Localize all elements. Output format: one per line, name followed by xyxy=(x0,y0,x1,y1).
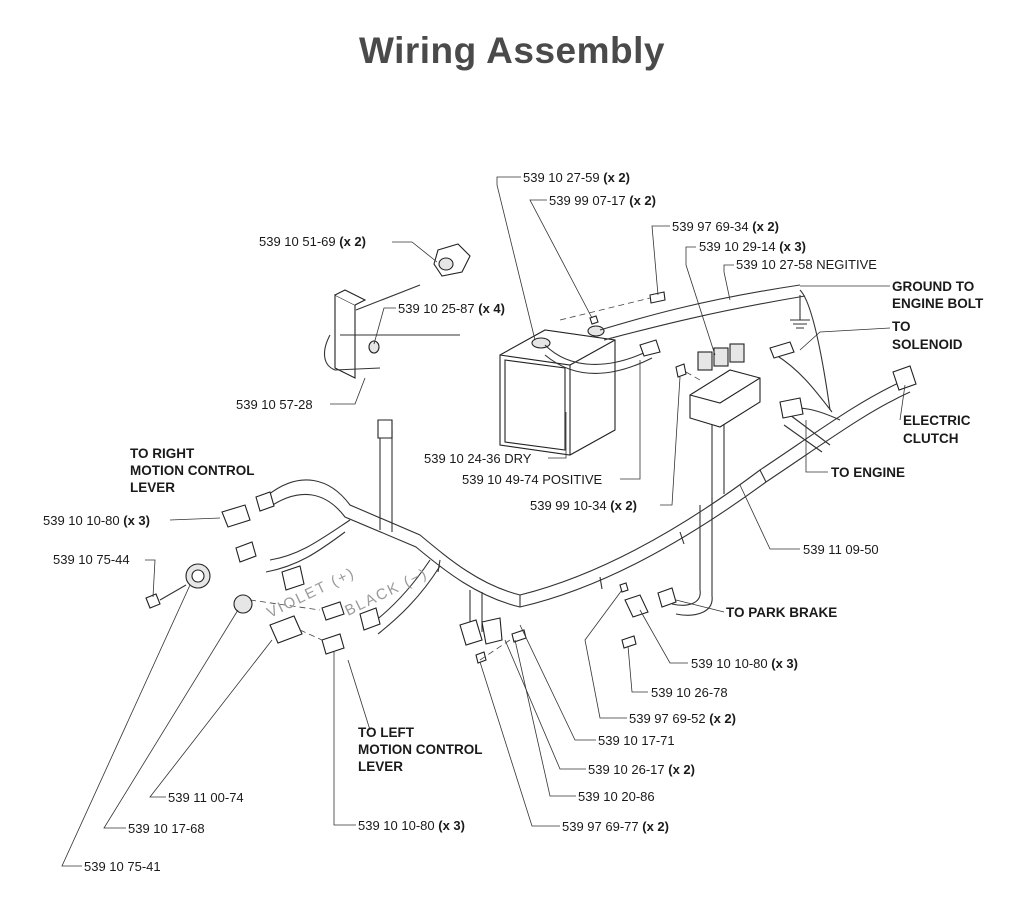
left-motion-control-label: TO LEFT MOTION CONTROL LEVER xyxy=(358,725,486,774)
part-label: 539 99 07-17 (x 2) xyxy=(549,193,656,208)
part-label: 539 10 17-68 xyxy=(128,821,205,836)
ground-destination-label: GROUND TO ENGINE BOLT xyxy=(892,279,984,311)
part-label: 539 11 09-50 xyxy=(803,542,879,557)
part-label: 539 11 00-74 xyxy=(168,790,244,805)
part-label: 539 10 26-78 xyxy=(651,685,728,700)
clutch-destination-label: ELECTRIC CLUTCH xyxy=(903,413,974,446)
part-label: 539 10 17-71 xyxy=(598,733,675,748)
relay-block xyxy=(675,343,761,428)
right-motion-control-label: TO RIGHT MOTION CONTROL LEVER xyxy=(130,446,258,495)
part-label: 539 10 75-44 xyxy=(53,552,130,567)
destination-labels: GROUND TO ENGINE BOLT TO SOLENOID ELECTR… xyxy=(130,279,984,774)
part-label: 539 10 29-14 (x 3) xyxy=(699,239,806,254)
part-label: 539 10 75-41 xyxy=(84,859,161,874)
battery-cables xyxy=(544,284,806,374)
mounting-bracket xyxy=(324,243,471,379)
part-label: 539 10 25-87 (x 4) xyxy=(398,301,505,316)
part-labels: 539 10 27-59 (x 2) 539 99 07-17 (x 2) 53… xyxy=(43,170,879,874)
part-label: 539 10 20-86 xyxy=(578,789,655,804)
part-label: 539 10 27-58 NEGITIVE xyxy=(736,257,877,272)
left-components xyxy=(145,419,393,655)
part-label: 539 10 10-80 (x 3) xyxy=(43,513,150,528)
park-brake-destination-label: TO PARK BRAKE xyxy=(726,605,837,620)
lower-components xyxy=(459,582,677,664)
part-label: 539 10 51-69 (x 2) xyxy=(259,234,366,249)
part-label: 539 99 10-34 (x 2) xyxy=(530,498,637,513)
part-label: 539 10 26-17 (x 2) xyxy=(588,762,695,777)
page-title: Wiring Assembly xyxy=(359,30,665,71)
battery-bolts xyxy=(559,291,666,325)
engine-wires xyxy=(769,289,917,421)
part-label: 539 10 27-59 (x 2) xyxy=(523,170,630,185)
battery xyxy=(499,325,616,456)
part-label: 539 10 10-80 (x 3) xyxy=(691,656,798,671)
part-label: 539 97 69-34 (x 2) xyxy=(672,219,779,234)
part-label: 539 10 10-80 (x 3) xyxy=(358,818,465,833)
part-label: 539 97 69-52 (x 2) xyxy=(629,711,736,726)
part-label: 539 10 49-74 POSITIVE xyxy=(462,472,603,487)
part-label: 539 97 69-77 (x 2) xyxy=(562,819,669,834)
engine-destination-label: TO ENGINE xyxy=(831,465,905,480)
solenoid-destination-label: TO SOLENOID xyxy=(892,319,963,352)
leader-lines xyxy=(61,176,906,867)
part-label: 539 10 24-36 DRY xyxy=(424,451,532,466)
part-label: 539 10 57-28 xyxy=(236,397,313,412)
main-harness xyxy=(265,379,911,635)
